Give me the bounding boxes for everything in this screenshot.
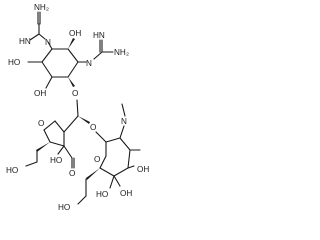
structure-drawing: NH₂ HN N OH HO OH O N HN NH₂ bbox=[6, 3, 149, 212]
molecule-canvas: NH₂ HN N OH HO OH O N HN NH₂ bbox=[0, 0, 154, 230]
bond bbox=[127, 165, 135, 169]
o-label: O bbox=[69, 169, 75, 178]
bond bbox=[63, 115, 79, 133]
bond bbox=[95, 131, 107, 143]
furanose-ring: O HO HO O O bbox=[6, 99, 96, 178]
wedge-bond bbox=[86, 168, 100, 180]
bond bbox=[49, 141, 65, 147]
bond bbox=[67, 61, 79, 78]
o-label: O bbox=[72, 89, 78, 98]
ho-label: HO bbox=[6, 166, 18, 175]
bond bbox=[113, 175, 121, 187]
bond bbox=[57, 145, 65, 155]
bond bbox=[127, 149, 131, 169]
guanidine-right: HN NH₂ bbox=[93, 31, 129, 60]
ho-label: HO bbox=[58, 203, 70, 212]
n-label: N bbox=[121, 117, 127, 126]
bond bbox=[38, 33, 46, 40]
oh-label: OH bbox=[34, 89, 46, 98]
wedge-bond bbox=[68, 38, 75, 49]
wedge-bond bbox=[36, 142, 50, 152]
bond bbox=[119, 125, 125, 139]
bond bbox=[43, 120, 56, 131]
bond bbox=[76, 99, 79, 117]
bond bbox=[47, 41, 53, 50]
bond bbox=[121, 103, 126, 117]
guanidine-top: NH₂ HN N bbox=[19, 3, 53, 50]
oh-label: OH bbox=[120, 189, 132, 198]
bond bbox=[99, 167, 115, 177]
bond bbox=[63, 145, 73, 159]
wedge-bond bbox=[68, 77, 75, 87]
bond bbox=[41, 61, 53, 78]
bond bbox=[43, 129, 51, 143]
ho-label: HO bbox=[8, 58, 20, 67]
nh2-label: NH₂ bbox=[34, 3, 49, 12]
cyclohexane-ring: OH HO OH O N bbox=[8, 29, 92, 98]
oh-label: OH bbox=[69, 29, 81, 38]
bond bbox=[29, 33, 40, 41]
oh-label: OH bbox=[137, 165, 149, 174]
bond bbox=[119, 137, 131, 151]
n-label: N bbox=[45, 38, 51, 47]
bond bbox=[105, 137, 121, 143]
hn-label: HN bbox=[93, 31, 105, 40]
bond bbox=[99, 155, 107, 169]
bond bbox=[54, 120, 65, 133]
bond bbox=[45, 76, 53, 89]
bond bbox=[67, 48, 79, 63]
bond bbox=[77, 195, 87, 205]
ho-label: HO bbox=[50, 156, 62, 165]
hn-label: HN bbox=[19, 37, 31, 46]
o-label: O bbox=[90, 123, 96, 132]
wedge-bond bbox=[78, 116, 90, 124]
bond bbox=[25, 161, 38, 167]
bond bbox=[109, 175, 115, 189]
o-label: O bbox=[94, 155, 100, 164]
bond bbox=[41, 48, 53, 63]
pyranose-ring: O N OH HO HO OH bbox=[58, 103, 149, 212]
nh2-label: NH₂ bbox=[114, 48, 129, 57]
o-label: O bbox=[38, 119, 44, 128]
ho-label: HO bbox=[96, 190, 108, 199]
bond bbox=[93, 51, 103, 60]
n-label: N bbox=[86, 59, 92, 68]
bond bbox=[113, 167, 129, 177]
